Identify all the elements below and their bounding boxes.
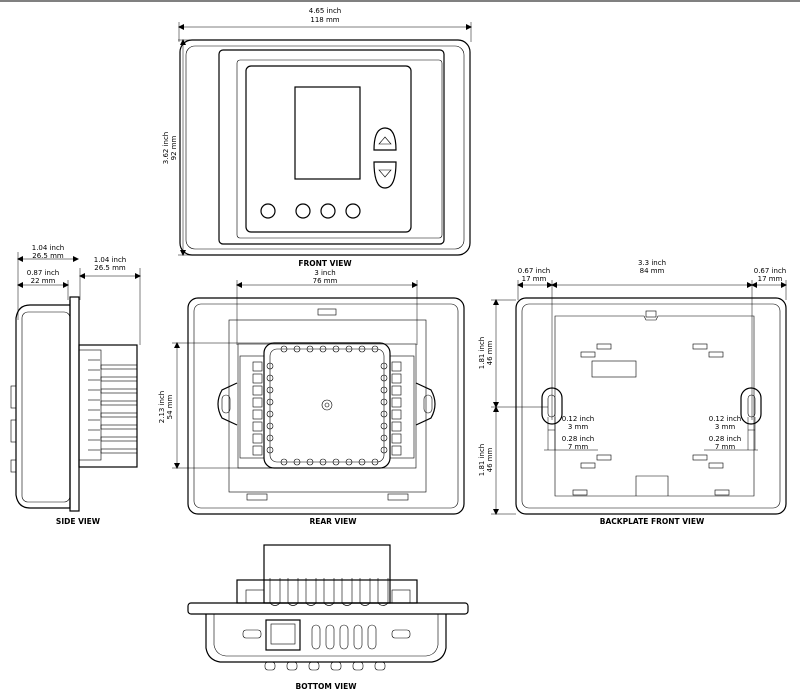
front-button-1 (260, 203, 276, 219)
backplate-view: 0.67 inch 17 mm 3.3 inch 84 mm 0.67 inch… (478, 259, 787, 526)
bp-lower-h-inch: 1.81 inch (478, 444, 486, 476)
side-pins (100, 364, 138, 454)
bp-left-inch: 0.67 inch (518, 267, 550, 275)
backplate-view-caption: BACKPLATE FRONT VIEW (600, 517, 705, 526)
bp-upper-h-inch: 1.81 inch (478, 337, 486, 369)
bp-slot-r-w-mm: 3 mm (715, 423, 735, 431)
down-button-icon (373, 161, 397, 189)
bp-center-mm: 84 mm (640, 267, 665, 275)
side-dim-b-mm: 22 mm (31, 277, 56, 285)
front-view-caption: FRONT VIEW (298, 259, 352, 268)
front-button-3 (320, 203, 336, 219)
side-dim-b-inch: 0.87 inch (27, 269, 59, 277)
bp-slot-l-w-inch: 0.12 inch (562, 415, 594, 423)
rear-terminal-left (239, 355, 265, 459)
front-height-inch: 3.62 inch (162, 132, 170, 164)
bottom-jack (265, 619, 301, 651)
bp-left-mm: 17 mm (522, 275, 547, 283)
front-view: 4.65 inch 118 mm 3.62 inch 92 mm FRONT V… (162, 7, 472, 268)
bp-upper-h-mm: 46 mm (486, 340, 494, 365)
side-view: 1.04 inch 26.5 mm 0.87 inch 22 mm 1.04 i… (10, 244, 141, 526)
front-button-4 (345, 203, 361, 219)
side-dim-a-mm: 26.5 mm (32, 252, 64, 260)
bp-right-mm: 17 mm (758, 275, 783, 283)
up-button-icon (373, 127, 397, 151)
rear-center-screw (321, 399, 333, 411)
side-dim-c-inch: 1.04 inch (94, 256, 126, 264)
rear-pins-right (380, 362, 388, 454)
bp-center-inch: 3.3 inch (638, 259, 666, 267)
front-width-mm: 118 mm (310, 16, 339, 24)
rear-pins-top (280, 345, 379, 353)
bp-slot-l-w-mm: 3 mm (568, 423, 588, 431)
rear-width-mm: 76 mm (313, 277, 338, 285)
front-height-mm: 92 mm (170, 135, 178, 160)
rear-terminal-right (389, 355, 415, 459)
side-dim-a-inch: 1.04 inch (32, 244, 64, 252)
rear-view: 3 inch 76 mm 2.13 inch 54 mm (158, 269, 465, 526)
bp-slot-r-h-inch: 0.28 inch (709, 435, 741, 443)
rear-pins-bottom (280, 458, 379, 466)
front-width-inch: 4.65 inch (309, 7, 341, 15)
bottom-view-caption: BOTTOM VIEW (296, 682, 358, 691)
front-button-2 (295, 203, 311, 219)
bp-slot-l-h-inch: 0.28 inch (562, 435, 594, 443)
rear-height-mm: 54 mm (166, 394, 174, 419)
bp-slot-l-h-mm: 7 mm (568, 443, 588, 451)
bottom-feet (264, 661, 386, 671)
bp-right-inch: 0.67 inch (754, 267, 786, 275)
bp-lower-h-mm: 46 mm (486, 447, 494, 472)
side-view-caption: SIDE VIEW (56, 517, 101, 526)
rear-module (263, 342, 391, 469)
rear-pins-left (266, 362, 274, 454)
rear-view-caption: REAR VIEW (309, 517, 357, 526)
side-dim-c-mm: 26.5 mm (94, 264, 126, 272)
bp-slot-right (740, 387, 762, 425)
side-terminal-block (88, 359, 100, 451)
bottom-ribs (269, 578, 389, 606)
bottom-view: BOTTOM VIEW (187, 544, 469, 691)
bp-slot-left (541, 387, 563, 425)
bp-slot-r-h-mm: 7 mm (715, 443, 735, 451)
rear-width-inch: 3 inch (314, 269, 335, 277)
bp-slot-r-w-inch: 0.12 inch (709, 415, 741, 423)
bottom-vents (311, 624, 377, 650)
rear-height-inch: 2.13 inch (158, 391, 166, 423)
